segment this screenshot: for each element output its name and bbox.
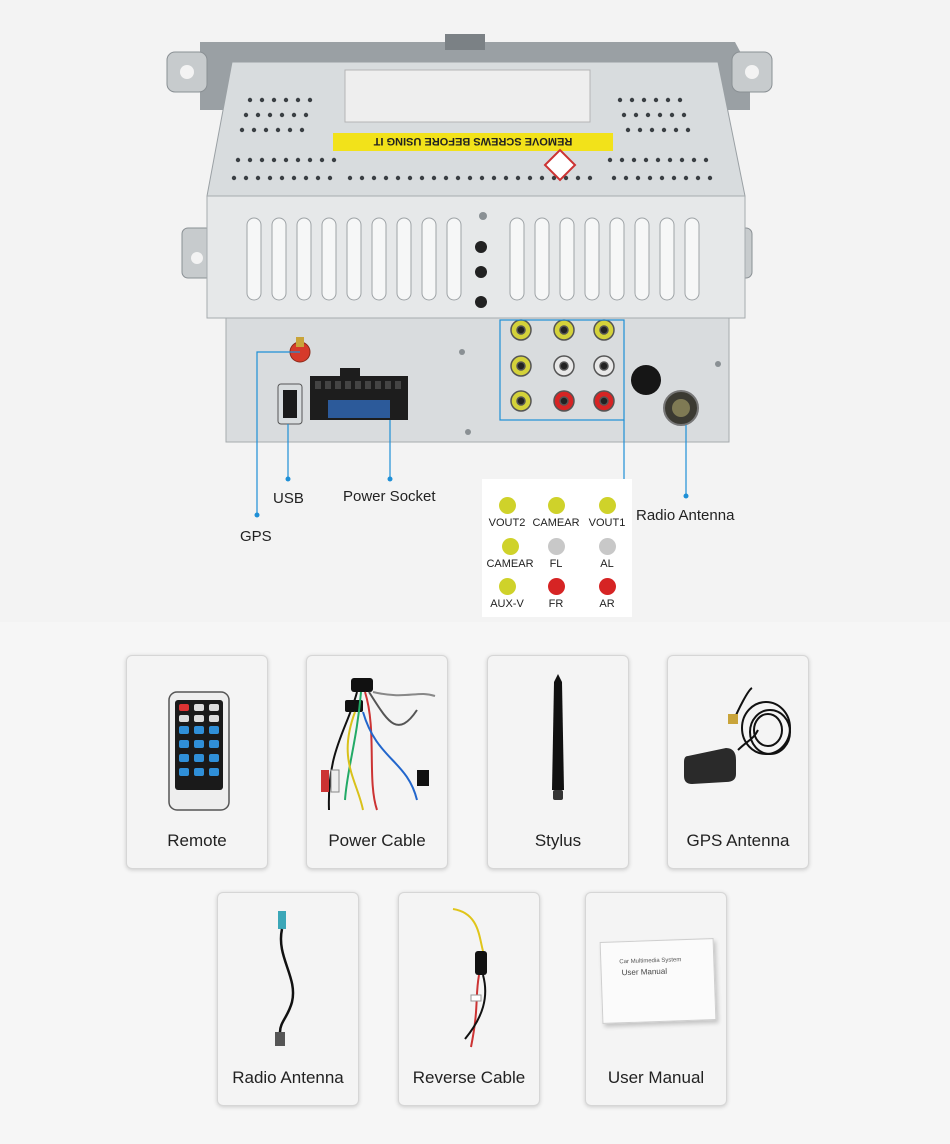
usb-label: USB <box>273 490 304 507</box>
rca-legend-item: AR <box>582 578 632 610</box>
rca-color-legend: VOUT2 CAMEAR VOUT1 CAMEAR FL AL AUX-V FR… <box>482 479 632 617</box>
gps-label: GPS <box>240 528 272 545</box>
accessory-card-reverse-cable: Reverse Cable <box>398 892 540 1106</box>
remote-control-icon <box>168 691 230 811</box>
rca-dot-icon <box>501 538 519 555</box>
reverse-cable-icon <box>452 908 487 1048</box>
rca-legend-item: AL <box>582 538 632 570</box>
rca-dot-icon <box>498 578 516 595</box>
rca-legend-item: AUX-V <box>482 578 532 610</box>
accessory-card-radio-antenna: Radio Antenna <box>217 892 359 1106</box>
product-back-panel-section: REMOVE SCREWS BEFORE USING IT <box>166 34 773 617</box>
manual-cover-line1: Car Multimedia System <box>619 957 682 966</box>
accessory-card-stylus: Stylus <box>487 655 629 869</box>
radio-antenna-icon <box>275 911 295 1046</box>
head-unit-rear-illustration: REMOVE SCREWS BEFORE USING IT <box>166 34 773 518</box>
rca-legend-item: VOUT2 <box>482 497 532 529</box>
gps-antenna-icon <box>684 687 791 784</box>
rca-dot-icon <box>498 497 516 514</box>
accessory-caption: GPS Antenna <box>686 831 790 850</box>
accessory-caption: Remote <box>167 831 227 850</box>
accessory-caption: Radio Antenna <box>232 1068 344 1087</box>
rca-legend-item: FR <box>531 578 581 610</box>
stylus-icon <box>552 674 564 800</box>
rca-dot-icon <box>547 578 565 595</box>
rca-legend-item: CAMEAR <box>485 538 535 570</box>
accessories-section: Remote Power Cable Stylus <box>0 622 950 1144</box>
manual-cover: Car Multimedia System User Manual <box>599 938 717 1024</box>
rca-dot-icon <box>598 538 616 555</box>
rca-legend-item: CAMEAR <box>531 497 581 529</box>
power-socket-label: Power Socket <box>343 488 436 505</box>
accessory-caption: Stylus <box>534 831 582 850</box>
rca-dot-icon <box>547 538 565 555</box>
radio-antenna-label: Radio Antenna <box>636 507 735 524</box>
accessory-card-remote: Remote <box>126 655 268 869</box>
rca-dot-icon <box>547 497 565 514</box>
rca-legend-item: FL <box>531 538 581 570</box>
accessory-card-gps-antenna: GPS Antenna <box>667 655 809 869</box>
accessory-caption: User Manual <box>607 1068 705 1087</box>
user-manual-icon: Car Multimedia System User Manual <box>596 907 717 1057</box>
rca-dot-icon <box>598 497 616 514</box>
accessory-caption: Power Cable <box>328 831 426 850</box>
power-cable-icon <box>321 678 436 811</box>
rca-legend-item: VOUT1 <box>582 497 632 529</box>
accessory-card-user-manual: Car Multimedia System User Manual User M… <box>585 892 727 1106</box>
warning-sticker-text: REMOVE SCREWS BEFORE USING IT <box>373 135 572 147</box>
manual-cover-line2: User Manual <box>621 966 668 978</box>
accessory-card-power-cable: Power Cable <box>306 655 448 869</box>
accessory-caption: Reverse Cable <box>412 1068 526 1087</box>
rca-dot-icon <box>598 578 616 595</box>
